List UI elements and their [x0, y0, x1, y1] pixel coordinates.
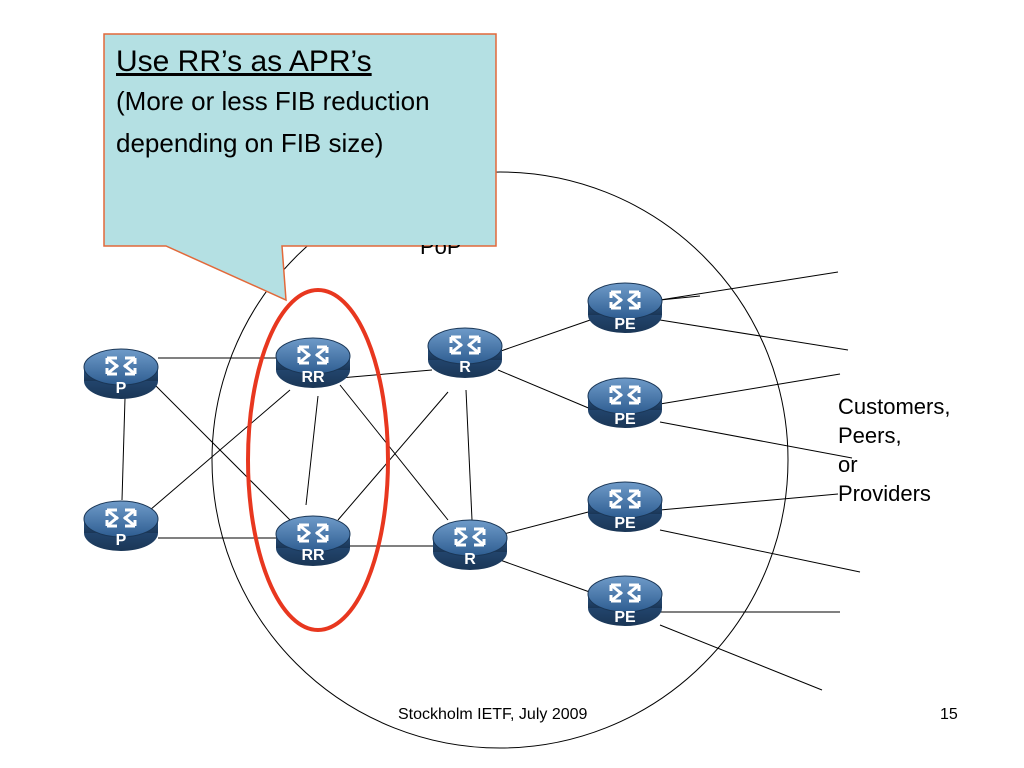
rr-highlight-ellipse — [246, 288, 390, 632]
links — [121, 271, 861, 691]
page-number: 15 — [940, 706, 958, 723]
pop-boundary — [211, 171, 789, 749]
router-p-bottom: P — [83, 500, 159, 551]
router-r-top-label: R — [459, 359, 471, 376]
router-pe-4-label: PE — [614, 609, 636, 626]
external-label-customers: Customers, — [838, 394, 951, 419]
callout-box — [103, 33, 497, 302]
footer-text: Stockholm IETF, July 2009 — [398, 706, 588, 723]
router-pe-1-label: PE — [614, 316, 636, 333]
router-r-top: R — [427, 327, 503, 378]
external-label-providers: Providers — [838, 481, 931, 506]
router-pe-4: PE — [587, 575, 663, 626]
callout-title: Use RR’s as APR’s — [116, 45, 372, 78]
external-parties-label: Customers, Peers, or Providers — [838, 392, 950, 508]
router-rr-top: RR — [275, 337, 351, 388]
router-rr-bottom-label: RR — [301, 547, 325, 564]
router-pe-2: PE — [587, 377, 663, 428]
router-p-top: P — [83, 348, 159, 399]
router-r-bottom-label: R — [464, 551, 476, 568]
external-label-or: or — [838, 452, 858, 477]
router-r-bottom: R — [432, 519, 508, 570]
router-pe-2-label: PE — [614, 411, 636, 428]
router-p-top-label: P — [116, 380, 127, 397]
router-pe-3-label: PE — [614, 515, 636, 532]
router-pe-3: PE — [587, 481, 663, 532]
router-pe-1: PE — [587, 282, 663, 333]
router-p-bottom-label: P — [116, 532, 127, 549]
external-label-peers: Peers, — [838, 423, 902, 448]
router-rr-top-label: RR — [301, 369, 325, 386]
router-rr-bottom: RR — [275, 515, 351, 566]
callout-body: (More or less FIB reduction depending on… — [116, 86, 430, 158]
callout-text: Use RR’s as APR’s (More or less FIB redu… — [116, 44, 488, 164]
